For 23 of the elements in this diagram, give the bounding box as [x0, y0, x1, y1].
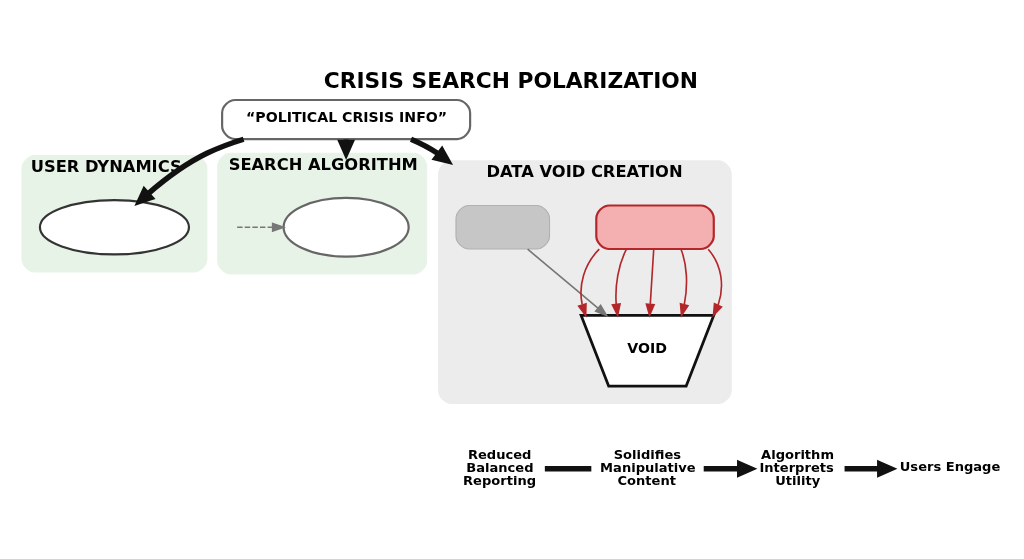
connector	[544, 465, 592, 471]
arrow	[236, 221, 286, 232]
arrow	[703, 459, 758, 478]
node-text: Reduced Balanced Reporting	[463, 445, 537, 488]
node-text: Users Engage	[899, 458, 1001, 474]
node-text: Algorithm Interprets Utility	[759, 445, 834, 488]
diagram-title: CRISIS SEARCH POLARIZATION	[323, 67, 698, 93]
arrow	[409, 136, 454, 165]
arrow	[645, 247, 656, 318]
arrow	[707, 247, 723, 318]
arrow	[611, 247, 628, 318]
node-cloud	[282, 196, 410, 258]
arrow	[526, 247, 609, 317]
node-text: Solidifies Manipulative Content	[600, 445, 696, 488]
node-box	[595, 203, 715, 250]
node-cloud	[38, 198, 191, 256]
arrow	[577, 247, 601, 318]
arrow	[679, 247, 690, 318]
cluster: USER DYNAMICS	[21, 154, 208, 272]
arrow	[844, 459, 898, 478]
cluster: SEARCH ALGORITHM	[217, 152, 428, 275]
node-box	[455, 204, 551, 250]
arrow	[134, 136, 245, 206]
